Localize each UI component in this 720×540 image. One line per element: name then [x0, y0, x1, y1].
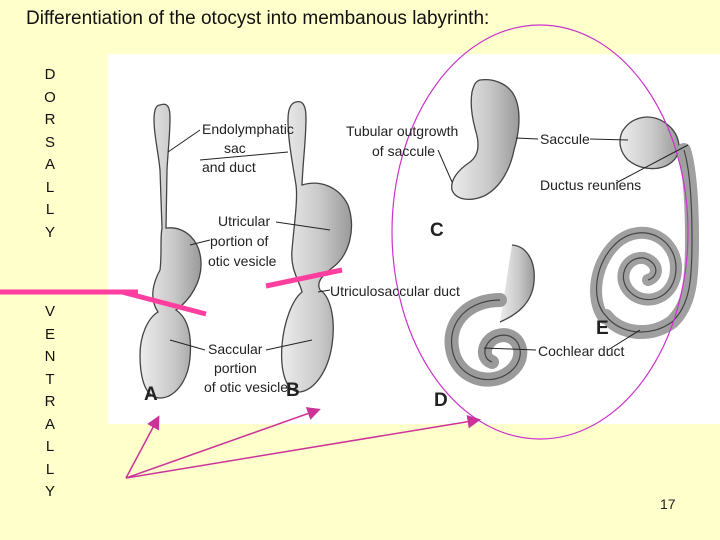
- label-portion-of: portion of: [210, 233, 268, 249]
- ventral-letter: R: [44, 393, 56, 410]
- stage-letter-c: C: [430, 220, 444, 241]
- label-cochlear-duct: Cochlear duct: [538, 343, 624, 359]
- pink-arrow: [125, 415, 160, 479]
- highlight-oval: [391, 24, 689, 440]
- ventral-letter: T: [45, 370, 55, 388]
- dorsal-letter: L: [45, 178, 55, 196]
- ventral-letter: E: [44, 325, 55, 343]
- dorsal-letter: A: [44, 156, 55, 173]
- dorsal-letter: D: [44, 66, 56, 83]
- dorsal-letter: S: [44, 133, 55, 151]
- ventral-letter: L: [45, 438, 55, 455]
- label-otic-vesicle: otic vesicle: [208, 253, 277, 269]
- label-of-saccule: of saccule: [372, 143, 435, 159]
- stage-letter-d: D: [434, 390, 448, 411]
- label-saccule: Saccule: [540, 131, 590, 147]
- stage-letter-a: A: [144, 384, 158, 405]
- label-utricular: Utricular: [218, 213, 270, 229]
- dorsally-label: D O R S A L L Y: [40, 64, 60, 244]
- dorsal-letter: Y: [44, 223, 55, 241]
- pink-arrow: [125, 415, 481, 479]
- ventral-letter: N: [44, 348, 56, 365]
- stage-e-cochlear-duct: [590, 116, 700, 339]
- stage-c-saccule: [451, 78, 520, 201]
- dorsal-letter: O: [44, 88, 56, 106]
- pink-bar-b: [265, 267, 343, 289]
- label-endolymphatic: Endolymphatic: [202, 121, 294, 137]
- label-sac: sac: [224, 140, 246, 156]
- label-ductus-reuniens: Ductus reuniens: [540, 177, 641, 193]
- label-and-duct: and duct: [202, 159, 256, 175]
- leader-lines: [167, 129, 689, 351]
- label-utriculosaccular-duct: Utriculosaccular duct: [330, 283, 460, 299]
- stage-b-otocyst: [280, 100, 353, 393]
- stage-letter-b: B: [286, 380, 300, 401]
- pink-arrow: [125, 407, 321, 479]
- stage-d-cochlea: [444, 244, 535, 387]
- ventral-letter: A: [44, 415, 55, 433]
- label-of-otic-vesicle: of otic vesicle: [204, 379, 288, 395]
- pink-bar-a: [121, 289, 207, 317]
- ventrally-label: V E N T R A L L Y: [40, 301, 60, 504]
- label-tubular-outgrowth: Tubular outgrowth: [346, 123, 458, 139]
- ventral-letter: Y: [44, 483, 55, 500]
- label-portion: portion: [214, 360, 257, 376]
- dorsal-letter: R: [44, 111, 56, 128]
- ventral-letter: V: [44, 303, 55, 320]
- slide-title: Differentiation of the otocyst into memb…: [26, 8, 490, 29]
- dorsal-letter: L: [45, 201, 55, 218]
- stage-letter-e: E: [596, 318, 609, 339]
- label-saccular: Saccular: [208, 341, 263, 357]
- ventral-letter: L: [45, 460, 55, 478]
- slide-number: 17: [660, 496, 676, 512]
- pink-arrows: [125, 407, 481, 479]
- stage-a-otocyst: [139, 103, 202, 399]
